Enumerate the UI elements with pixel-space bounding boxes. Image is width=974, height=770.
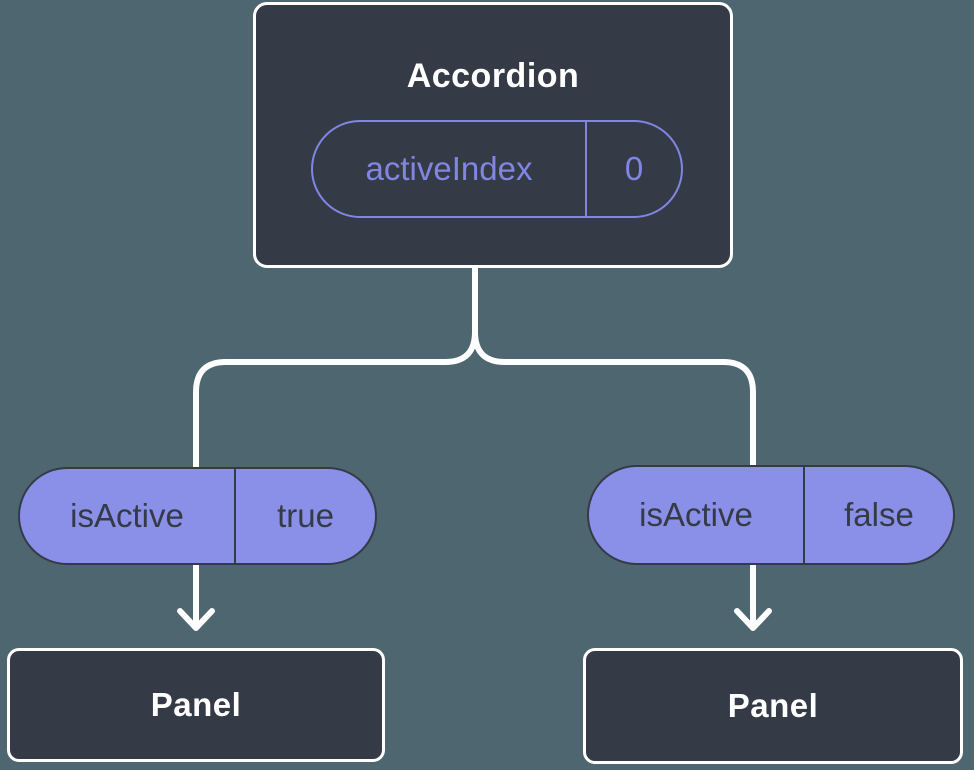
arrow-down-right-icon <box>734 608 772 631</box>
prop-name-label: isActive <box>70 497 184 534</box>
prop-pill-left: isActive true <box>18 467 377 565</box>
connector-branch-right <box>472 257 756 627</box>
panel-component-node-left: Panel <box>7 648 385 762</box>
prop-pill-right: isActive false <box>587 465 955 565</box>
component-title: Accordion <box>406 57 580 95</box>
state-pill: activeIndex 0 <box>311 120 683 218</box>
state-value-label: 0 <box>585 122 681 216</box>
component-title: Panel <box>727 687 819 724</box>
prop-value-label: false <box>803 467 953 563</box>
prop-name-label: isActive <box>639 496 753 533</box>
prop-value-label: true <box>234 469 375 563</box>
connector-branch-left <box>193 257 478 627</box>
state-name-label: activeIndex <box>365 150 533 187</box>
panel-component-node-right: Panel <box>583 648 963 764</box>
arrow-down-left-icon <box>177 608 215 631</box>
component-title: Panel <box>150 686 242 723</box>
